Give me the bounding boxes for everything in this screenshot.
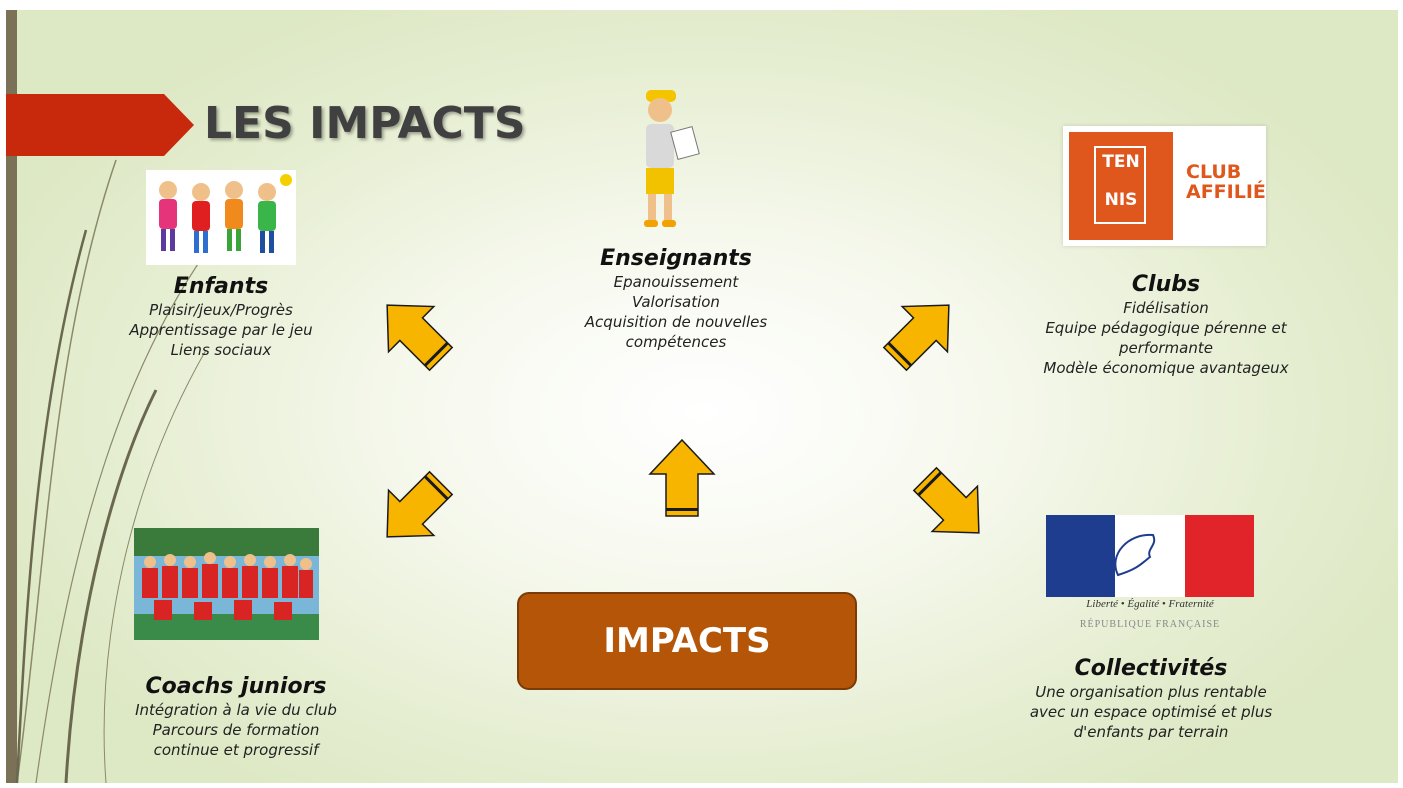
collectivites-heading: Collectivités bbox=[1074, 656, 1228, 681]
arrow-to-enseignants bbox=[648, 438, 716, 517]
enseignants-line: compétences bbox=[625, 333, 727, 351]
enseignants-line: Epanouissement bbox=[613, 273, 739, 291]
clubs-line: Fidélisation bbox=[1123, 299, 1209, 317]
marianne-logo: Liberté • Égalité • Fraternité RÉPUBLIQU… bbox=[1046, 515, 1254, 640]
clubs-line: performante bbox=[1119, 339, 1213, 357]
coachs-block: Coachs juniors Intégration à la vie du c… bbox=[86, 674, 386, 760]
left-accent-bar bbox=[6, 10, 17, 783]
tennis-logo-square: TEN NIS bbox=[1069, 132, 1173, 240]
title-arrow-shape bbox=[6, 94, 194, 156]
teacher-image bbox=[644, 90, 700, 227]
enfants-heading: Enfants bbox=[173, 274, 269, 299]
arrow-to-clubs bbox=[882, 304, 950, 372]
page-title: LES IMPACTS bbox=[204, 98, 526, 149]
clubs-heading: Clubs bbox=[1131, 272, 1201, 297]
junior-coaches-photo bbox=[134, 528, 319, 640]
tennis-logo-club-text: CLUB bbox=[1186, 161, 1242, 183]
children-image bbox=[146, 170, 296, 265]
clubs-block: Clubs Fidélisation Equipe pédagogique pé… bbox=[986, 272, 1346, 378]
tennis-logo-affilie-text: AFFILIÉ bbox=[1186, 181, 1266, 203]
enfants-block: Enfants Plaisir/jeux/Progrès Apprentissa… bbox=[81, 274, 361, 360]
tennis-logo-frame bbox=[1094, 146, 1146, 224]
arrow-to-enfants bbox=[386, 304, 454, 372]
coachs-heading: Coachs juniors bbox=[145, 674, 327, 699]
tennis-club-logo: TEN NIS CLUB AFFILIÉ bbox=[1063, 126, 1266, 246]
collectivites-block: Collectivités Une organisation plus rent… bbox=[981, 656, 1321, 742]
clubs-line: Equipe pédagogique pérenne et bbox=[1045, 319, 1287, 337]
collectivites-line: avec un espace optimisé et plus bbox=[1029, 703, 1273, 721]
arrow-to-coachs bbox=[386, 470, 454, 538]
enseignants-line: Valorisation bbox=[632, 293, 720, 311]
slide: LES IMPACTS Enfants Plaisir/jeux/Progrès… bbox=[6, 10, 1398, 783]
arrow-to-collectivites bbox=[912, 466, 980, 534]
marianne-profile-icon bbox=[1114, 533, 1156, 577]
enseignants-block: Enseignants Epanouissement Valorisation … bbox=[536, 246, 816, 352]
enfants-line: Plaisir/jeux/Progrès bbox=[149, 301, 293, 319]
enfants-line: Apprentissage par le jeu bbox=[129, 321, 313, 339]
collectivites-line: d'enfants par terrain bbox=[1073, 723, 1229, 741]
tennis-logo-text: TEN bbox=[1102, 152, 1140, 172]
enseignants-heading: Enseignants bbox=[600, 246, 752, 271]
enseignants-line: Acquisition de nouvelles bbox=[584, 313, 768, 331]
coachs-line: Intégration à la vie du club bbox=[135, 701, 337, 719]
marianne-motto: Liberté • Égalité • Fraternité bbox=[1086, 598, 1214, 610]
coachs-line: Parcours de formation bbox=[152, 721, 320, 739]
impacts-center-box: IMPACTS bbox=[517, 592, 857, 690]
enfants-line: Liens sociaux bbox=[170, 341, 272, 359]
tennis-logo-label: CLUB AFFILIÉ bbox=[1186, 162, 1266, 202]
collectivites-line: Une organisation plus rentable bbox=[1035, 683, 1267, 701]
coachs-line: continue et progressif bbox=[153, 741, 319, 759]
clubs-line: Modèle économique avantageux bbox=[1043, 359, 1289, 377]
marianne-republic: RÉPUBLIQUE FRANÇAISE bbox=[1079, 619, 1221, 630]
tennis-logo-text: NIS bbox=[1104, 190, 1138, 210]
